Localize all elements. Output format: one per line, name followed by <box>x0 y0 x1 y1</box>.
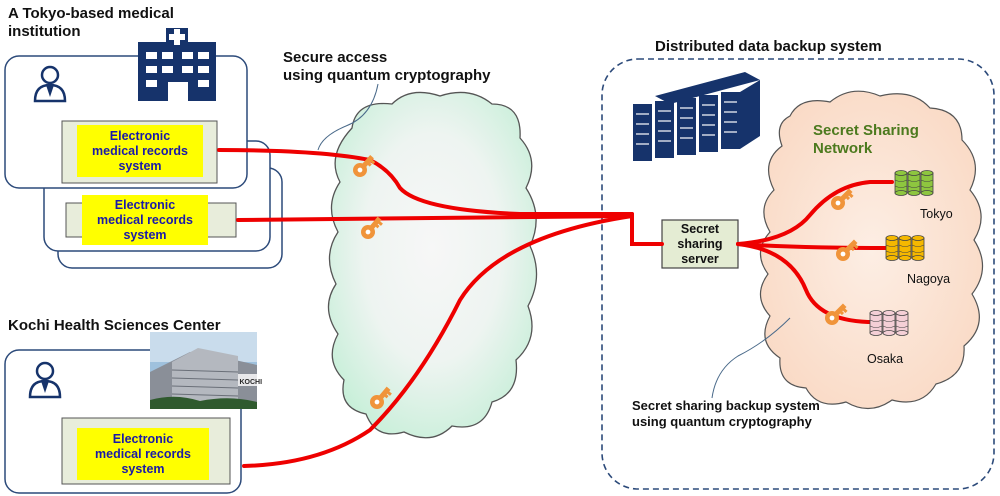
secure-access-label: Secure access using quantum cryptography <box>283 49 491 85</box>
node-label-osaka: Osaka <box>867 352 904 366</box>
backup-caption: Secret sharing backup system using quant… <box>632 398 820 430</box>
storage-icon-tokyo <box>894 170 934 196</box>
node-label-tokyo: Tokyo <box>920 207 953 221</box>
emr-line: system <box>118 158 162 173</box>
server-racks-icon <box>633 72 760 161</box>
emr-line: Electronic <box>109 128 171 143</box>
callout-backup <box>711 317 791 399</box>
kochi-title: Kochi Health Sciences Center <box>8 317 221 334</box>
secret-sharing-server-box <box>661 219 739 269</box>
emr-line: medical records <box>95 446 191 461</box>
server-label-line: server <box>681 252 719 266</box>
tokyo-institution-title: A Tokyo-based medical institution <box>8 5 174 40</box>
storage-icon-nagoya <box>885 235 925 261</box>
kochi-building-photo: KOCHI <box>150 332 262 409</box>
backup-system-frame <box>601 58 995 490</box>
hospital-icon <box>138 28 216 101</box>
emr-label-kochi: Electronic medical records system <box>77 428 209 480</box>
network-title: Secret Sharing Network <box>813 122 919 158</box>
emr-line: medical records <box>97 212 193 227</box>
callout-secure-access <box>317 83 379 151</box>
backup-caption-line: using quantum cryptography <box>632 414 812 429</box>
network-title-line: Secret Sharing <box>813 122 919 139</box>
backup-system-title: Distributed data backup system <box>655 38 882 55</box>
quantum-network-cloud <box>327 91 538 439</box>
secure-access-line: using quantum cryptography <box>283 67 491 84</box>
secure-links <box>217 148 894 468</box>
emr-line: system <box>123 227 167 242</box>
storage-icon-osaka <box>869 310 909 336</box>
emr-line: system <box>121 461 165 476</box>
server-label-line: sharing <box>677 237 723 251</box>
emr-line: Electronic <box>114 197 176 212</box>
server-label: Secret sharing server <box>662 222 738 267</box>
backup-caption-line: Secret sharing backup system <box>632 398 820 413</box>
network-title-line: Network <box>813 140 873 157</box>
secure-access-line: Secure access <box>283 49 388 66</box>
node-label-nagoya: Nagoya <box>907 272 951 286</box>
emr-line: Electronic <box>112 431 174 446</box>
server-label-line: Secret <box>680 222 720 236</box>
kochi-sign: KOCHI <box>240 379 263 386</box>
emr-line: medical records <box>92 143 188 158</box>
emr-label-tokyo-2: Electronic medical records system <box>82 195 208 245</box>
emr-label-tokyo-1: Electronic medical records system <box>77 125 203 177</box>
